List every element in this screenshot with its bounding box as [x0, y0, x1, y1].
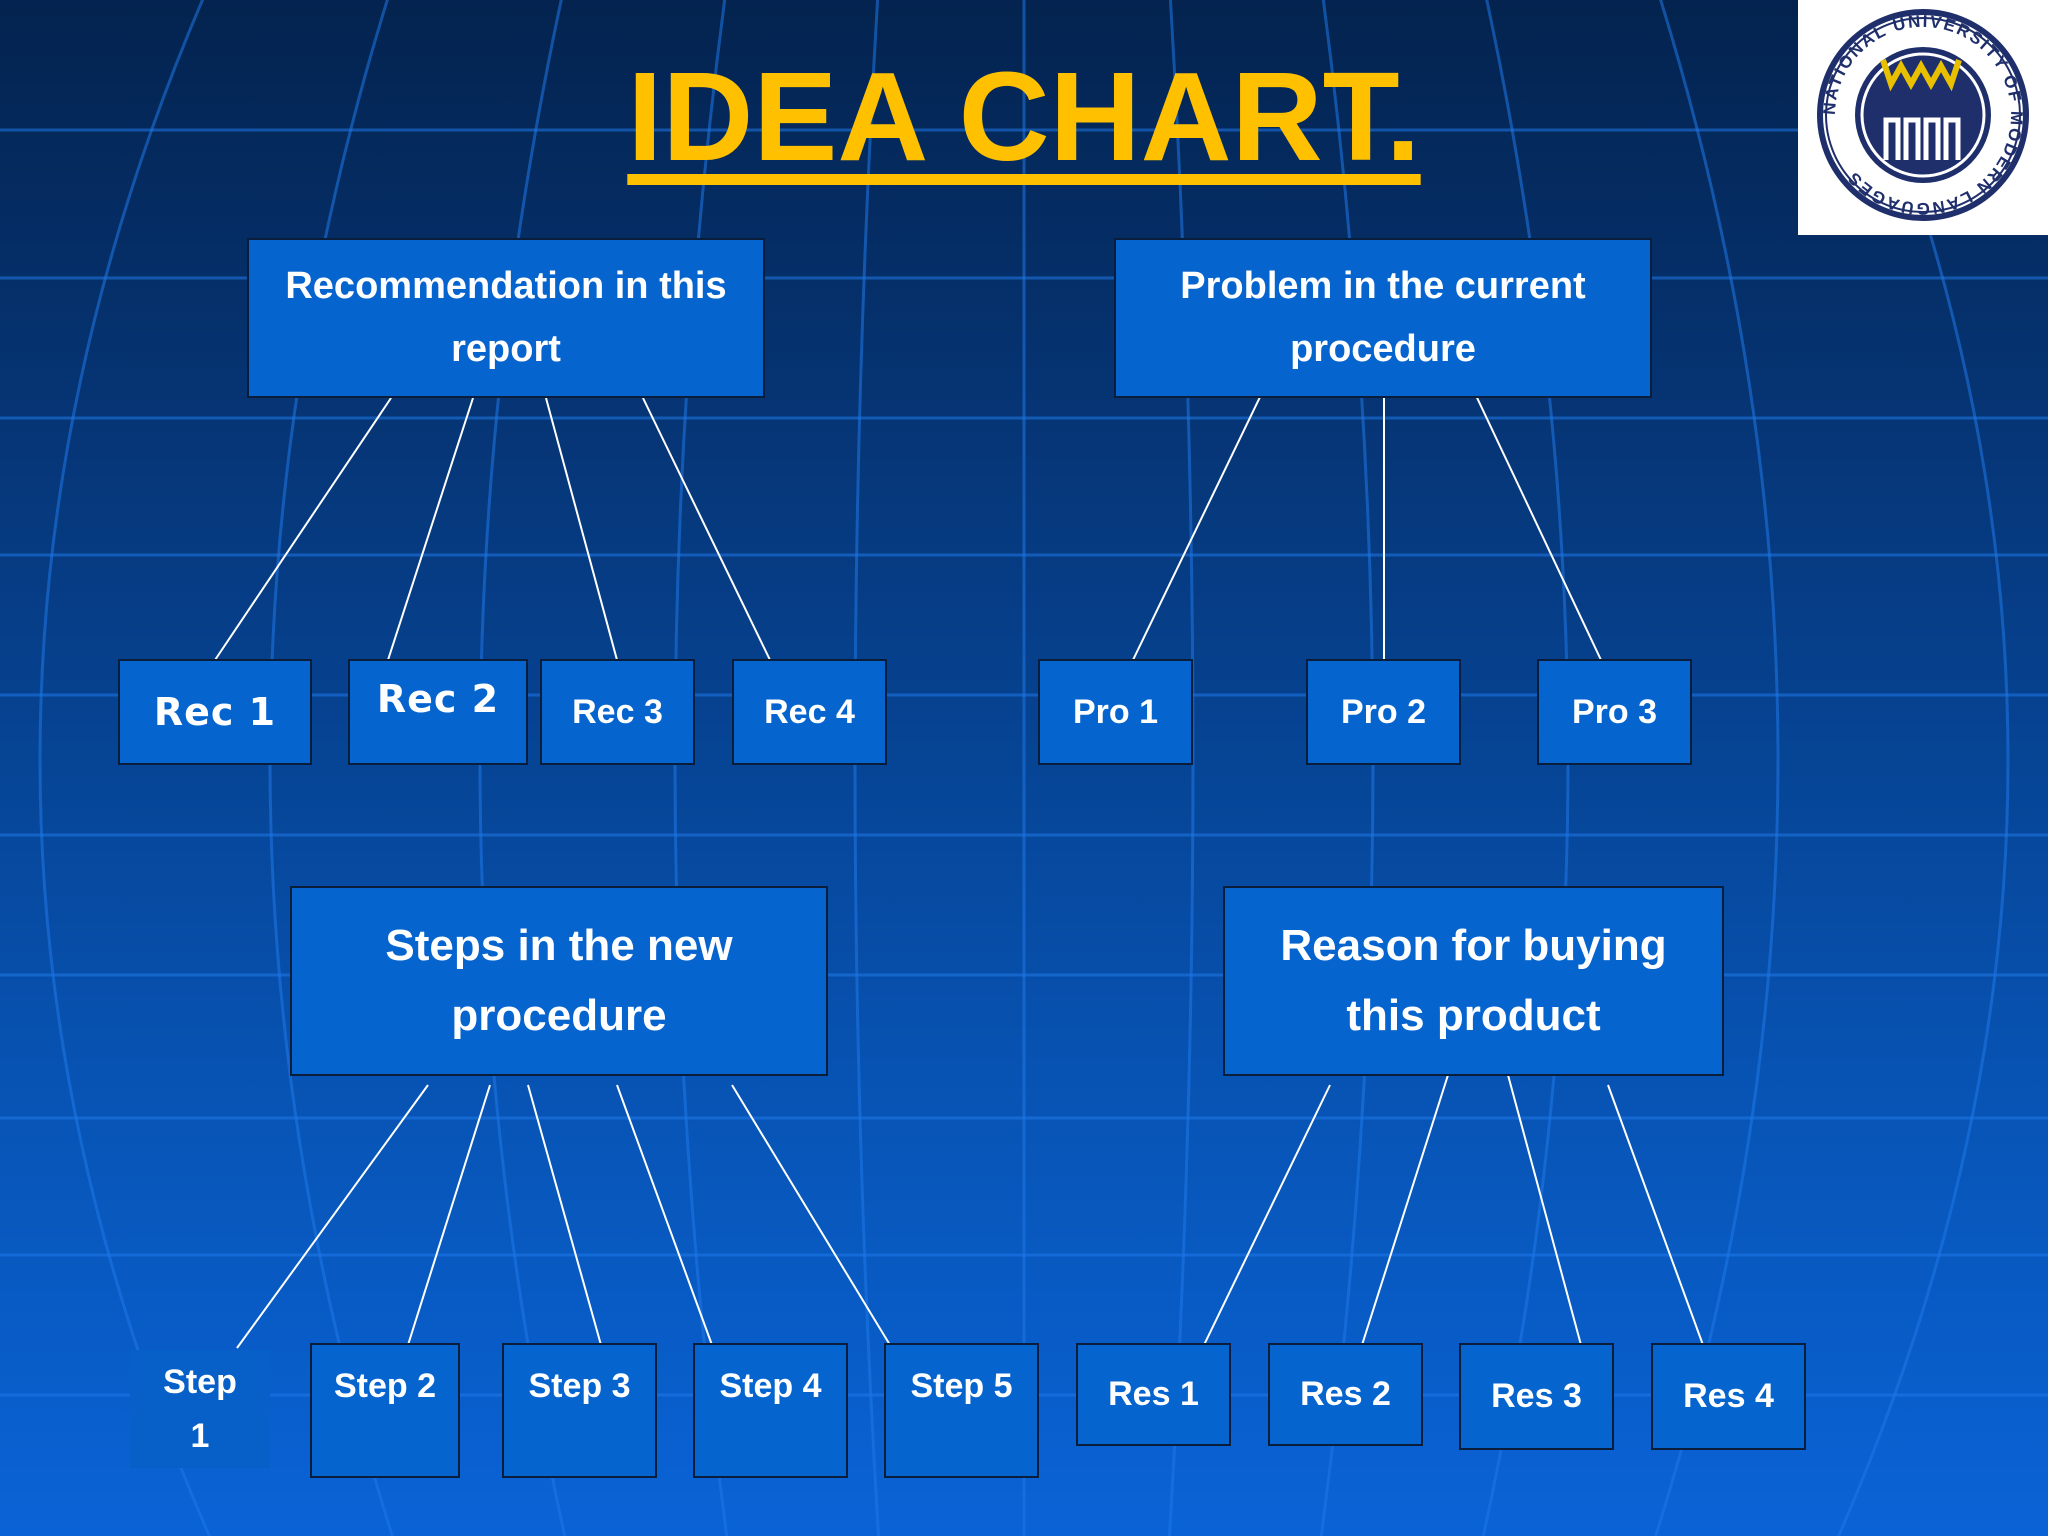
rec-label: Rec 4	[764, 692, 855, 731]
step-box: Step 5	[884, 1343, 1039, 1478]
pro-box: Pro 2	[1306, 659, 1461, 765]
step-label: Step 2	[333, 1367, 437, 1405]
res-label: Res 4	[1683, 1377, 1774, 1415]
connector-step-5	[731, 1084, 891, 1346]
recommendation-header: Recommendation in this report	[247, 238, 765, 398]
rec-box: Rec 1	[118, 659, 312, 765]
step-label: Step 3	[528, 1367, 631, 1405]
problem-header: Problem in the current procedure	[1114, 238, 1652, 398]
rec-box: Rec 3	[540, 659, 695, 765]
res-box: Res 4	[1651, 1343, 1806, 1450]
step-box: Step 4	[693, 1343, 848, 1478]
res-box: Res 1	[1076, 1343, 1231, 1446]
res-label: Res 2	[1300, 1375, 1391, 1413]
step-box: Step 1	[130, 1350, 270, 1468]
connector-step-4	[616, 1084, 713, 1346]
connector-rec-1	[214, 397, 392, 661]
recommendation-header-label: Recommendation in this report	[285, 265, 727, 370]
university-logo: NATIONAL UNIVERSITY OF MODERN LANGUAGES	[1798, 0, 2048, 235]
res-label: Res 3	[1491, 1377, 1582, 1415]
steps-header-label: Steps in the new procedure	[385, 921, 733, 1040]
connector-res-1	[1203, 1084, 1331, 1346]
res-box: Res 2	[1268, 1343, 1423, 1446]
pro-box: Pro 3	[1537, 659, 1692, 765]
connector-pro-3	[1462, 367, 1602, 661]
connector-step-1	[236, 1084, 429, 1349]
numl-seal-icon: NATIONAL UNIVERSITY OF MODERN LANGUAGES	[1817, 9, 2029, 221]
page-title: IDEA CHART.	[627, 46, 1421, 187]
step-label: Step 4	[719, 1367, 822, 1405]
connector-pro-1	[1132, 367, 1275, 661]
connector-step-2	[407, 1084, 491, 1346]
rec-box: Rec 4	[732, 659, 887, 765]
res-label: Res 1	[1108, 1375, 1199, 1413]
pro-label: Pro 2	[1340, 692, 1427, 731]
pro-label: Pro 1	[1072, 692, 1159, 731]
step-box: Step 3	[502, 1343, 657, 1478]
rec-box: Rec 2	[348, 659, 528, 765]
reason-header-label: Reason for buying this product	[1280, 921, 1667, 1040]
connector-res-2	[1361, 1074, 1449, 1346]
rec-label: Rec 2	[376, 677, 500, 721]
step-label: Step 5	[910, 1367, 1013, 1405]
connector-rec-4	[642, 397, 771, 661]
pro-box: Pro 1	[1038, 659, 1193, 765]
reason-header: Reason for buying this product	[1223, 886, 1724, 1076]
pro-label: Pro 3	[1571, 692, 1658, 731]
connector-rec-3	[545, 397, 618, 661]
problem-header-label: Problem in the current procedure	[1180, 265, 1586, 370]
res-box: Res 3	[1459, 1343, 1614, 1450]
connector-step-3	[527, 1084, 602, 1346]
connector-rec-2	[387, 397, 474, 661]
rec-label: Rec 3	[572, 692, 663, 731]
connector-res-3	[1507, 1074, 1582, 1346]
steps-header: Steps in the new procedure	[290, 886, 828, 1076]
step-label: Step 1	[163, 1363, 237, 1455]
step-box: Step 2	[310, 1343, 460, 1478]
connector-res-4	[1607, 1084, 1704, 1346]
rec-label: Rec 1	[153, 690, 277, 734]
